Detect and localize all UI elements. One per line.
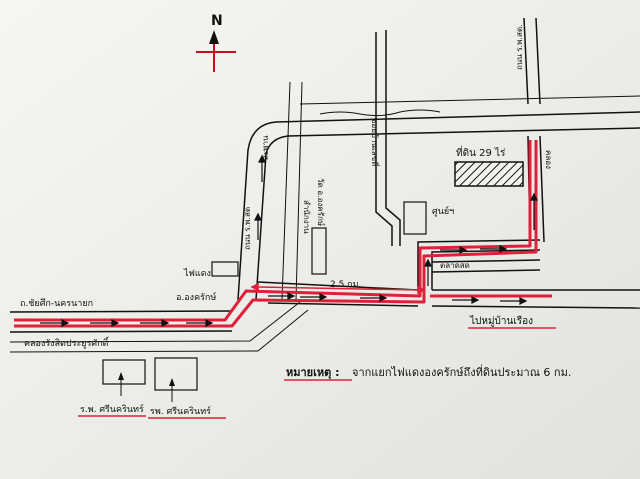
label-hospital-1: ร.พ. ศรีนครินทร์ [80,403,144,415]
label-rd-vertical: ถนน ร.พ.สต [243,207,252,250]
canal [9,301,309,353]
distance-arrow [250,282,426,295]
label-road-left: ถ.ชัยศึก-นครนายก [20,298,93,309]
label-canal-top: คลอง [544,150,553,169]
label-target: ไปหมู่บ้านเรือง [469,315,533,327]
label-lights: ไฟแดง [183,268,211,279]
hospital-box-2 [154,357,198,391]
label-land: ที่ดิน 29 ไร่ [456,145,506,159]
note-title: หมายเหตุ : [286,366,340,380]
center-building [403,201,427,235]
label-distance: 2.5 กม. [330,280,361,290]
soi-vertical [375,30,401,246]
north-label: N [211,13,223,29]
label-rd-top-right: ถนน ร.พ.สต. [515,24,524,70]
canal-top [299,95,640,117]
route-arrows [40,154,538,327]
middle-road [257,281,640,309]
hospital-box-1 [102,359,146,385]
north-arrow-icon: N [196,13,236,72]
canal-vertical [281,81,303,301]
note-text: จากแยกไฟแดงองครักษ์ถึงที่ดินประมาณ 6 กม. [352,364,571,379]
land-parcel [454,161,524,187]
label-canal: คลองรังสิตประยูรศักดิ์ [24,336,110,349]
lights-building [211,261,239,277]
label-soi: ซอยบ้านเลขที่ [370,118,381,166]
route-red [14,140,552,328]
hospital-pointer-1-icon [118,372,124,380]
main-road-left [9,310,233,333]
label-bridge: สะพาน [261,135,270,160]
label-district: อ.องครักษ์ [176,291,217,303]
label-hospital-2: รพ. ศรีนครินทร์ [150,405,211,417]
hospital-pointer-2-icon [169,378,175,386]
label-wat: วัด อ.องครักษ์ [316,178,326,226]
label-center: ศูนย์ฯ [432,205,454,217]
label-market: ตลาดสด [440,261,470,270]
wat-building [311,227,327,275]
label-school: สำนักงาน [302,200,311,234]
